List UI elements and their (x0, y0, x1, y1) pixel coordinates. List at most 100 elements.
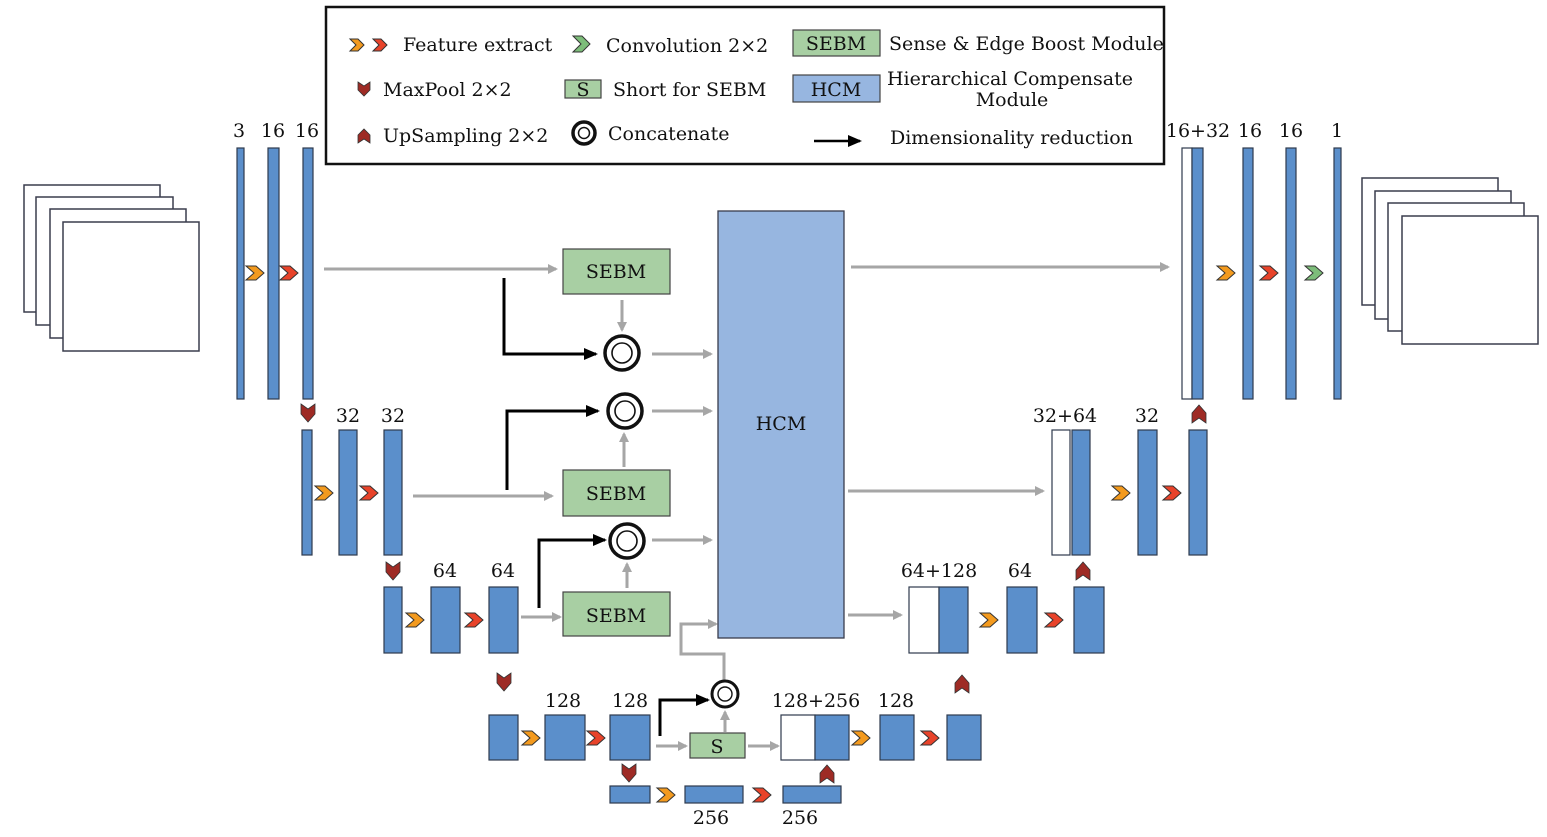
sebm-module-1 (562, 248, 671, 295)
feature-map-dec4-b (879, 714, 915, 761)
legend-hcm-box-label: HCM (811, 79, 862, 101)
channel-label: 16 (1279, 120, 1303, 142)
legend-convolution: Convolution 2×2 (606, 35, 768, 57)
legend-sebm-desc: Sense & Edge Boost Module (889, 33, 1164, 55)
channel-label: 256 (782, 807, 818, 829)
legend-border (324, 5, 1166, 166)
upsampling-icon (819, 764, 835, 784)
feature-map-enc4-a (488, 714, 519, 761)
feature-map-dec1-concat-white (1181, 147, 1193, 400)
feature-map-enc1-c (302, 147, 314, 400)
legend-s-box (564, 79, 602, 99)
channel-label: 16 (1238, 120, 1262, 142)
feature-extract-orange-icon (404, 612, 425, 628)
legend-sebm-box (792, 29, 881, 57)
feature-extract-orange-icon (520, 730, 541, 746)
legend-s-box-label: S (576, 79, 589, 101)
sebm-module-2 (562, 469, 671, 517)
gray-arrows (324, 262, 1170, 751)
feature-map-dec1-b (1242, 147, 1254, 400)
channel-label: 64+128 (901, 560, 977, 582)
feature-extract-red-icon (1258, 265, 1279, 281)
sebm-module-1-label: SEBM (586, 261, 646, 283)
channel-label: 128+256 (772, 690, 860, 712)
concatenate-icon (606, 392, 644, 430)
channel-label: 64 (491, 560, 515, 582)
feature-map-bottleneck-c (782, 785, 842, 804)
legend-hcm-box (792, 74, 881, 103)
legend-dim-reduction: Dimensionality reduction (890, 127, 1133, 149)
channel-label: 64 (433, 560, 457, 582)
channel-labels: 3 16 16 32 32 64 64 128 128 256 256 128+… (233, 120, 1343, 829)
feature-extract-red-icon (371, 38, 388, 52)
hcm-module (717, 210, 845, 639)
legend-upsampling: UpSampling 2×2 (383, 125, 548, 147)
feature-extract-red-icon (1161, 485, 1182, 501)
legend: Feature extract Convolution 2×2 SEBM Sen… (324, 5, 1166, 166)
hcm-module-label: HCM (756, 413, 807, 435)
legend-hcm-desc-line1: Hierarchical Compensate (887, 68, 1133, 90)
concatenate-icon (571, 120, 597, 146)
feature-extract-orange-icon (1215, 265, 1236, 281)
channel-label: 128 (545, 690, 581, 712)
concatenate-icon (603, 334, 641, 372)
channel-label: 128 (612, 690, 648, 712)
feature-extract-red-icon (278, 265, 299, 281)
legend-hcm-desc-line2: Module (976, 89, 1049, 111)
feature-map-dec2-concat-white (1051, 429, 1071, 556)
sebm-module-3-label: SEBM (586, 605, 646, 627)
feature-map-dec2-b (1137, 429, 1158, 556)
convolution-icon (1303, 265, 1324, 281)
feature-map-enc1-b (267, 147, 280, 400)
feature-extract-red-icon (919, 730, 940, 746)
feature-extract-orange-icon (348, 38, 365, 52)
feature-extract-red-icon (463, 612, 484, 628)
feature-extract-orange-icon (850, 730, 871, 746)
operation-glyphs (244, 265, 1324, 803)
feature-map-dec3-concat-white (908, 586, 940, 654)
legend-sebm-box-label: SEBM (806, 33, 866, 55)
feature-map-dec1-c (1285, 147, 1297, 400)
feature-extract-red-icon (1043, 612, 1064, 628)
feature-map-dec4-concat-white (780, 714, 816, 761)
legend-feature-extract: Feature extract (403, 34, 553, 56)
feature-map-dec3-concat-blue (938, 586, 969, 654)
feature-map-enc3-a (383, 586, 403, 654)
feature-map-dec1-concat-blue (1191, 147, 1204, 400)
upsampling-icon (1075, 561, 1091, 581)
legend-s-desc: Short for SEBM (613, 79, 766, 101)
upsampling-icon (1191, 404, 1207, 424)
concatenate-nodes (603, 334, 740, 709)
feature-map-dec4-c (946, 714, 982, 761)
upsampling-icon (954, 674, 970, 694)
feature-map-dec2-concat-blue (1071, 429, 1091, 556)
feature-map-enc3-b (430, 586, 461, 654)
feature-map-enc1-a (236, 147, 245, 400)
input-image-stack (23, 184, 200, 352)
s-module-label: S (710, 736, 723, 758)
convolution-icon (571, 35, 591, 53)
channel-label: 32 (1135, 405, 1159, 427)
channel-label: 16 (261, 120, 285, 142)
feature-extract-orange-icon (313, 485, 334, 501)
s-module (689, 732, 746, 759)
feature-map-dec4-concat-blue (814, 714, 850, 761)
maxpool-icon (496, 672, 512, 692)
feature-map-bottleneck-b (684, 785, 744, 804)
feature-extract-orange-icon (978, 612, 999, 628)
feature-map-dec3-b (1006, 586, 1038, 654)
concatenate-icon (710, 679, 740, 709)
feature-extract-red-icon (751, 787, 772, 803)
channel-label: 3 (233, 120, 245, 142)
black-arrows (502, 278, 710, 736)
channel-label: 32 (336, 405, 360, 427)
channel-label: 64 (1008, 560, 1032, 582)
feature-map-dec3-c (1073, 586, 1105, 654)
legend-concatenate: Concatenate (608, 123, 730, 145)
channel-label: 256 (693, 807, 729, 829)
feature-map-enc3-c (488, 586, 519, 654)
maxpool-icon (621, 763, 637, 783)
sebm-module-2-label: SEBM (586, 483, 646, 505)
maxpool-icon (300, 403, 316, 423)
